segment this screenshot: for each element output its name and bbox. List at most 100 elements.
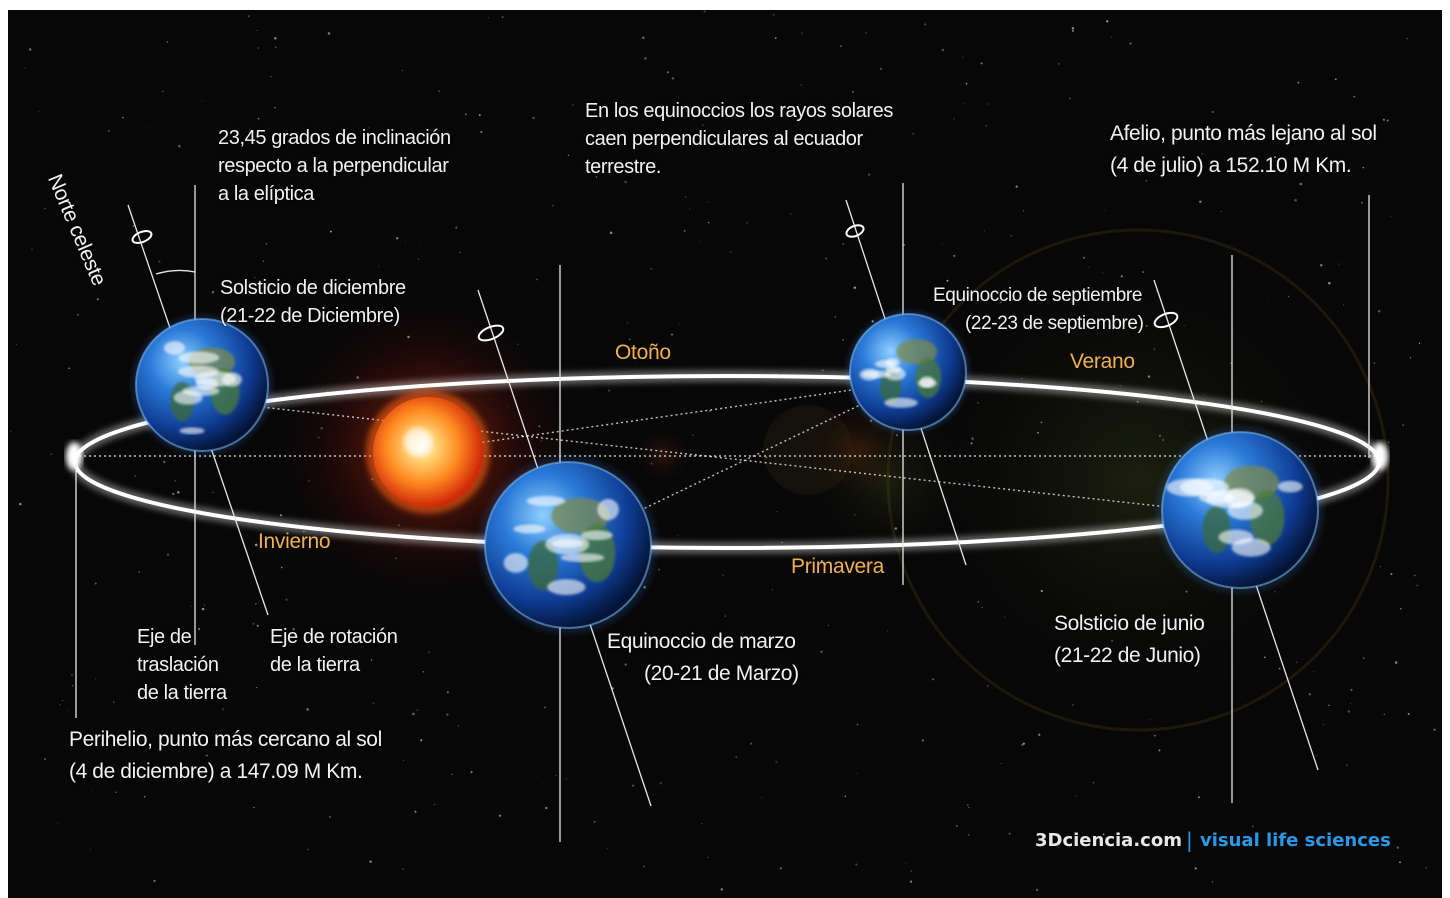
star <box>115 791 117 793</box>
star <box>256 624 259 627</box>
star <box>962 56 964 58</box>
solsticio-junio-date: (21-22 de Junio) <box>1054 644 1201 667</box>
star <box>427 651 431 654</box>
star <box>1350 688 1353 692</box>
eje-traslacion-label: Eje de traslación de la tierra <box>137 626 227 704</box>
star <box>851 90 855 93</box>
star <box>1057 62 1060 65</box>
equinoccio-septiembre-date: (22-23 de septiembre) <box>965 313 1144 334</box>
star <box>1390 215 1392 217</box>
star <box>412 712 415 716</box>
star <box>953 254 956 257</box>
star <box>703 10 706 13</box>
brand-separator: | <box>1186 828 1193 852</box>
star <box>433 803 436 806</box>
star <box>545 806 548 810</box>
star <box>94 582 97 585</box>
star <box>965 82 968 85</box>
star <box>820 559 823 562</box>
star <box>257 47 260 49</box>
star <box>941 243 944 245</box>
star <box>1382 118 1385 121</box>
star <box>1361 201 1363 204</box>
star <box>626 322 628 324</box>
star <box>254 543 258 547</box>
star <box>653 671 656 674</box>
star <box>1343 304 1345 306</box>
star <box>967 834 970 836</box>
star <box>234 291 236 294</box>
star <box>143 796 146 798</box>
star <box>775 760 778 763</box>
star <box>855 772 857 775</box>
star <box>776 511 778 513</box>
star <box>634 362 636 364</box>
star <box>707 856 709 858</box>
season-otono: Otoño <box>615 341 671 364</box>
star <box>932 678 935 681</box>
star <box>401 867 404 871</box>
star <box>702 124 704 126</box>
star <box>1102 833 1105 836</box>
solsticio-diciembre-title: Solsticio de diciembre <box>220 277 406 299</box>
equinoccio-septiembre-title: Equinoccio de septiembre <box>933 285 1143 306</box>
star <box>1074 795 1077 797</box>
star <box>307 848 310 851</box>
star <box>986 684 989 688</box>
star <box>1158 749 1161 752</box>
star <box>252 622 255 625</box>
star <box>1092 782 1095 784</box>
star <box>134 475 136 477</box>
star <box>419 241 421 243</box>
star <box>699 241 701 243</box>
star <box>132 225 135 227</box>
star <box>122 116 124 119</box>
star <box>828 624 830 626</box>
star <box>921 739 925 742</box>
star <box>839 44 843 48</box>
star <box>420 739 423 742</box>
star <box>659 782 663 785</box>
star <box>292 628 295 631</box>
star <box>162 460 166 464</box>
star <box>1396 846 1400 849</box>
star <box>158 260 161 263</box>
star <box>628 338 631 341</box>
star <box>1194 867 1197 870</box>
star <box>745 221 749 224</box>
star <box>708 221 710 224</box>
star <box>724 615 727 617</box>
star <box>402 759 404 761</box>
star <box>1153 734 1156 737</box>
star <box>1035 888 1039 892</box>
star <box>1373 362 1376 365</box>
star <box>1394 661 1398 664</box>
star <box>480 131 483 134</box>
star <box>287 140 290 143</box>
star <box>1318 250 1320 252</box>
equinoccio-marzo-title: Equinoccio de marzo <box>607 630 796 653</box>
star <box>288 318 291 322</box>
star <box>1022 210 1025 212</box>
earth-june <box>1152 422 1328 598</box>
star <box>498 814 502 817</box>
inclination-note: 23,45 grados de inclinación respecto a l… <box>218 127 451 205</box>
star <box>487 17 489 19</box>
star <box>178 491 180 494</box>
star <box>1362 657 1365 659</box>
star <box>955 825 958 827</box>
star <box>565 778 568 780</box>
star <box>1297 81 1300 84</box>
star <box>94 678 96 680</box>
star <box>729 251 732 254</box>
star <box>606 847 609 850</box>
star <box>372 702 375 705</box>
star <box>735 756 738 759</box>
star <box>327 32 331 35</box>
star <box>555 774 557 776</box>
star <box>1000 762 1002 764</box>
star <box>401 69 403 72</box>
star <box>781 86 783 88</box>
star <box>642 865 646 868</box>
season-invierno: Invierno <box>258 530 331 553</box>
